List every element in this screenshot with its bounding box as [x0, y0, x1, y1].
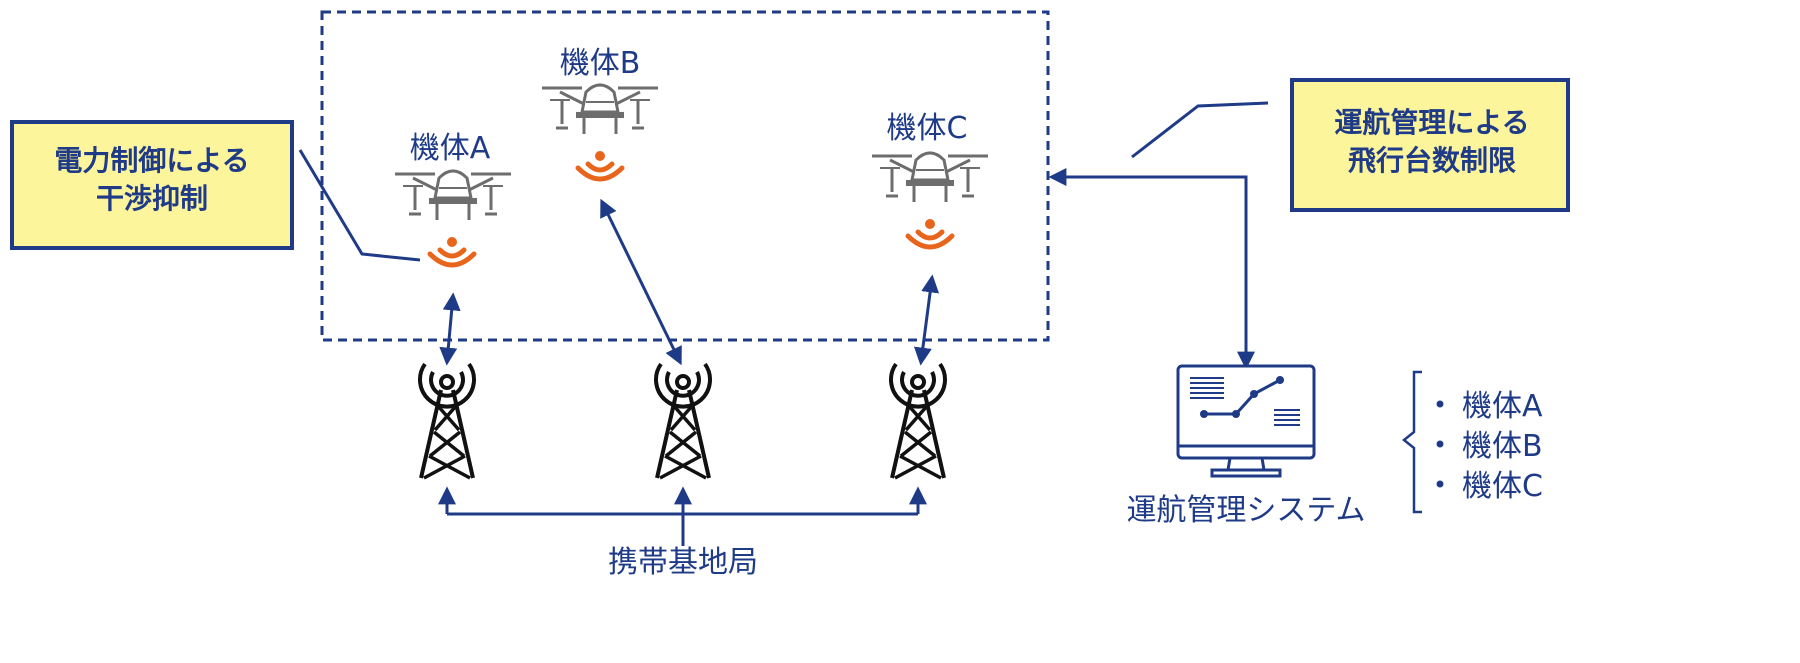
aircraft-list-item-a: 機体A: [1462, 389, 1543, 424]
aircraft-list-item-c: 機体C: [1462, 469, 1543, 504]
drone-a-signal-icon: [430, 237, 474, 265]
drone-a: 機体A: [393, 131, 513, 265]
drone-c-signal-icon: [908, 219, 952, 247]
callout-right-box: [1290, 78, 1570, 212]
callout-left-box: [10, 120, 294, 250]
drone-a-label: 機体A: [410, 131, 491, 166]
callout-right-line2: 飛行台数制限: [1348, 144, 1516, 177]
drone-b-signal-icon: [578, 151, 622, 179]
callout-left-line1: 電力制御による: [54, 144, 249, 177]
base-station-label: 携帯基地局: [608, 545, 758, 580]
aircraft-list-bracket: [1401, 370, 1422, 514]
drone-b-icon: [540, 83, 660, 136]
management-monitor-icon: [1176, 364, 1316, 478]
link-c-arrow: [913, 274, 940, 366]
callout-left-line2: 干渉抑制: [96, 182, 208, 215]
management-link-arrow: [1048, 168, 1255, 370]
drone-b-label: 機体B: [560, 46, 641, 81]
cell-tower-a-icon: [418, 362, 476, 480]
drone-c: 機体C: [870, 111, 990, 247]
drone-a-icon: [393, 169, 513, 222]
link-b-arrow: [600, 198, 682, 366]
drone-c-label: 機体C: [887, 111, 968, 146]
link-a-arrow: [439, 292, 461, 366]
cell-tower-c-icon: [889, 362, 947, 480]
management-system-label: 運航管理システム: [1126, 493, 1365, 528]
airspace-region: [320, 10, 1050, 342]
callout-left-leader: [298, 149, 421, 262]
callout-right-leader: [1131, 101, 1269, 159]
drone-c-icon: [870, 151, 990, 204]
callout-right-line1: 運航管理による: [1334, 106, 1529, 139]
drone-b: 機体B: [540, 46, 660, 179]
aircraft-list-item-b: 機体B: [1462, 429, 1543, 464]
cell-tower-b-icon: [654, 362, 712, 480]
